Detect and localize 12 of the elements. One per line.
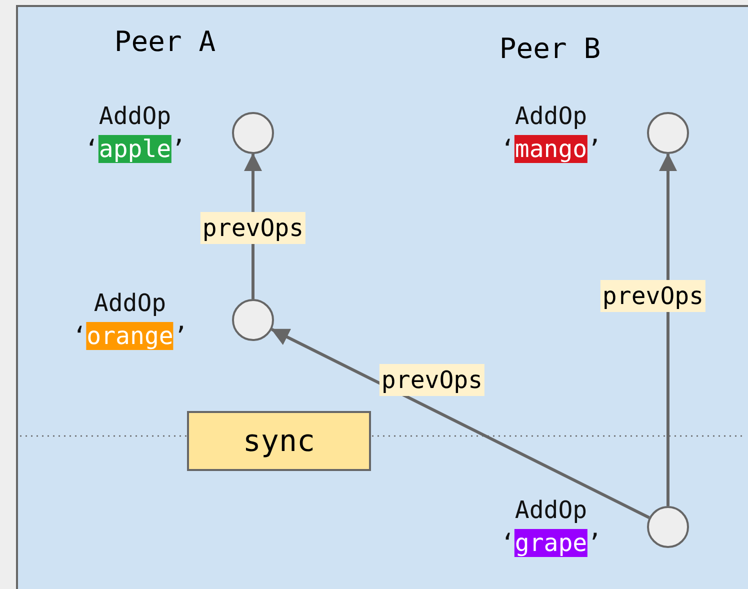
operation-label: AddOp ‘mango’	[500, 101, 602, 165]
edge-label: prevOps	[200, 212, 306, 244]
process-box: sync	[187, 411, 371, 471]
column-heading: Peer A	[114, 25, 216, 58]
edge-label: prevOps	[379, 364, 485, 396]
edge-label: prevOps	[600, 280, 706, 312]
operation-label: AddOp ‘grape’	[500, 495, 602, 559]
column-heading: Peer B	[499, 32, 601, 65]
arrow	[270, 328, 650, 519]
operation-label: AddOp ‘apple’	[84, 101, 186, 165]
arrow	[659, 153, 677, 506]
operation-label: AddOp ‘orange’	[72, 288, 188, 352]
